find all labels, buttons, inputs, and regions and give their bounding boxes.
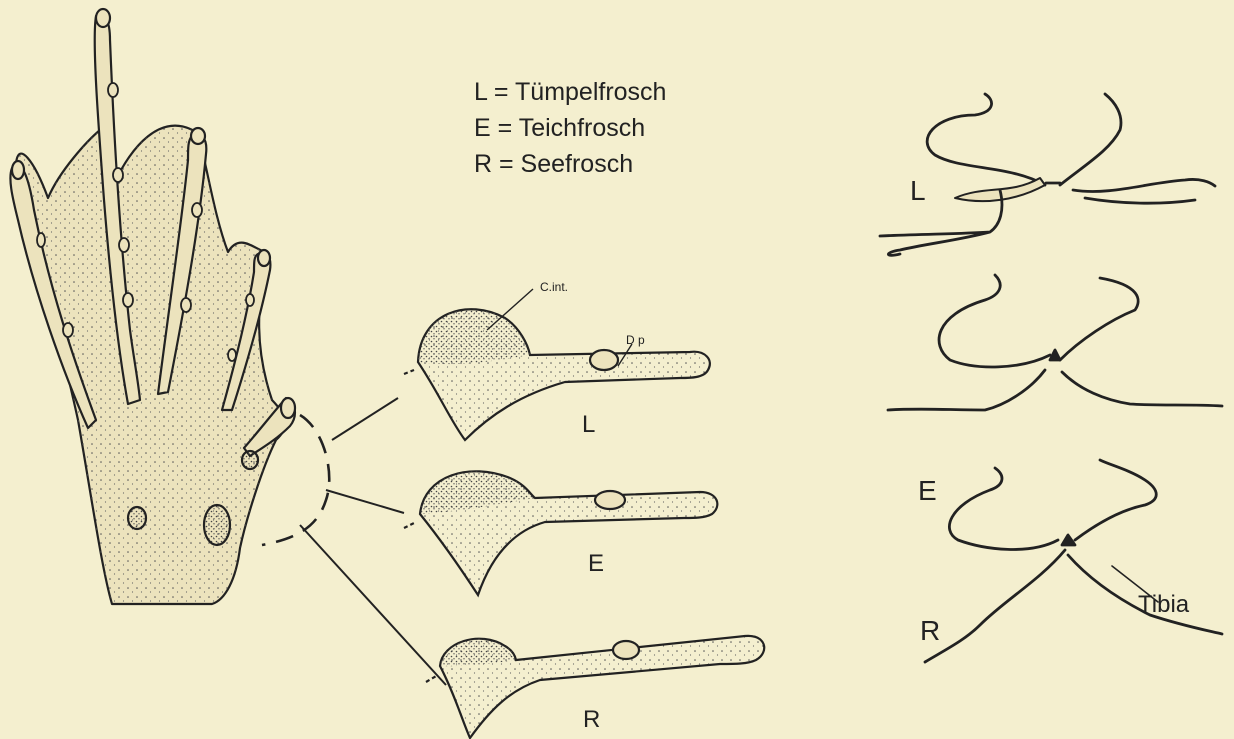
label-leg-l: L bbox=[910, 175, 926, 206]
legend-item-e: E = Teichfrosch bbox=[474, 114, 645, 142]
label-tibia: Tibia bbox=[1138, 591, 1190, 618]
label-detail-e: E bbox=[588, 550, 604, 577]
leg-pair-L bbox=[880, 94, 1215, 255]
leg-pair-R bbox=[925, 460, 1222, 662]
label-dp: D p bbox=[626, 333, 645, 347]
legend-item-l: L = Tümpelfrosch bbox=[474, 78, 666, 106]
legend: L = Tümpelfrosch E = Teichfrosch R = See… bbox=[474, 78, 666, 178]
tubercle-detail-L bbox=[404, 289, 710, 440]
tubercle-detail-E bbox=[404, 471, 717, 595]
leg-pair-E bbox=[888, 275, 1222, 410]
webbed-foot-drawing bbox=[10, 9, 295, 604]
label-c-int: C.int. bbox=[540, 280, 568, 294]
label-detail-l: L bbox=[582, 411, 595, 438]
legend-item-r: R = Seefrosch bbox=[474, 150, 633, 178]
label-detail-r: R bbox=[583, 706, 600, 733]
label-leg-r: R bbox=[920, 615, 940, 646]
label-leg-e: E bbox=[918, 475, 937, 506]
